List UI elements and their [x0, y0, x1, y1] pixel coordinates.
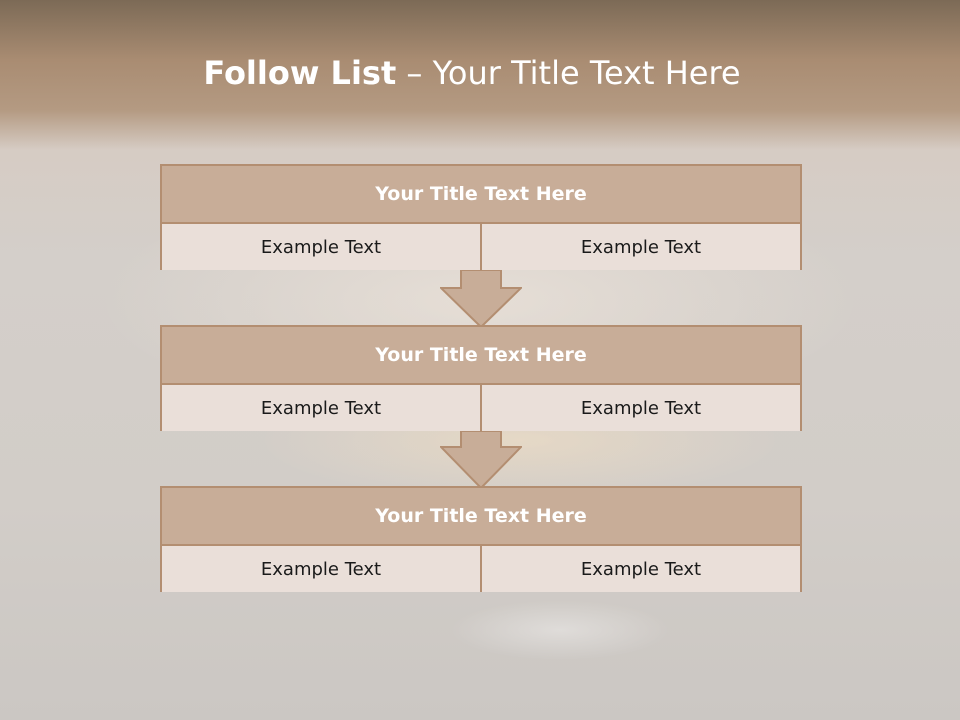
step-cell-right: Example Text — [480, 385, 800, 431]
step-box-3: Your Title Text Here Example Text Exampl… — [160, 486, 802, 592]
step-cell-right: Example Text — [480, 224, 800, 270]
slide-title-bold: Follow List — [203, 54, 397, 92]
slide-title-rest: – Your Title Text Here — [396, 54, 741, 92]
step-title: Your Title Text Here — [162, 488, 800, 546]
sea-glint — [450, 600, 670, 670]
step-row: Example Text Example Text — [162, 546, 800, 592]
step-title: Your Title Text Here — [162, 327, 800, 385]
down-arrow-icon — [440, 431, 522, 489]
step-cell-left: Example Text — [162, 224, 480, 270]
step-box-1: Your Title Text Here Example Text Exampl… — [160, 164, 802, 270]
step-row: Example Text Example Text — [162, 224, 800, 270]
step-cell-left: Example Text — [162, 546, 480, 592]
step-title: Your Title Text Here — [162, 166, 800, 224]
step-row: Example Text Example Text — [162, 385, 800, 431]
step-cell-right: Example Text — [480, 546, 800, 592]
down-arrow-icon — [440, 270, 522, 328]
step-box-2: Your Title Text Here Example Text Exampl… — [160, 325, 802, 431]
slide-title: Follow List – Your Title Text Here — [0, 54, 944, 92]
step-cell-left: Example Text — [162, 385, 480, 431]
